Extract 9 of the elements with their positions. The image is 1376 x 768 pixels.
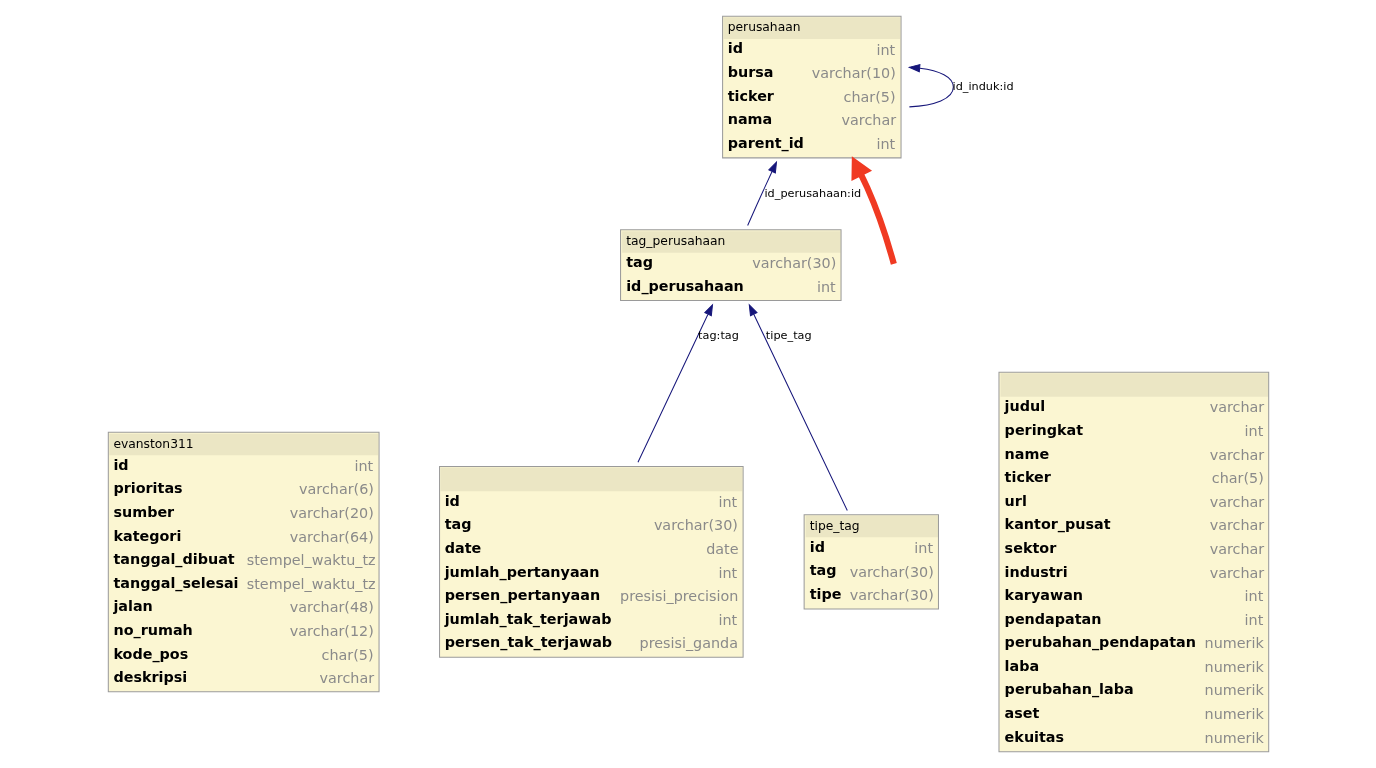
edge-label: tag:tag [697,329,739,343]
arrow [907,63,954,108]
edge-label: tipe_tag [765,329,812,343]
edge-label: id_perusahaan:id [763,186,861,200]
edge-label: id_induk:id [952,79,1014,93]
arrow [636,303,713,463]
arrow [850,156,897,265]
arrow [746,160,777,226]
arrow [748,303,848,512]
